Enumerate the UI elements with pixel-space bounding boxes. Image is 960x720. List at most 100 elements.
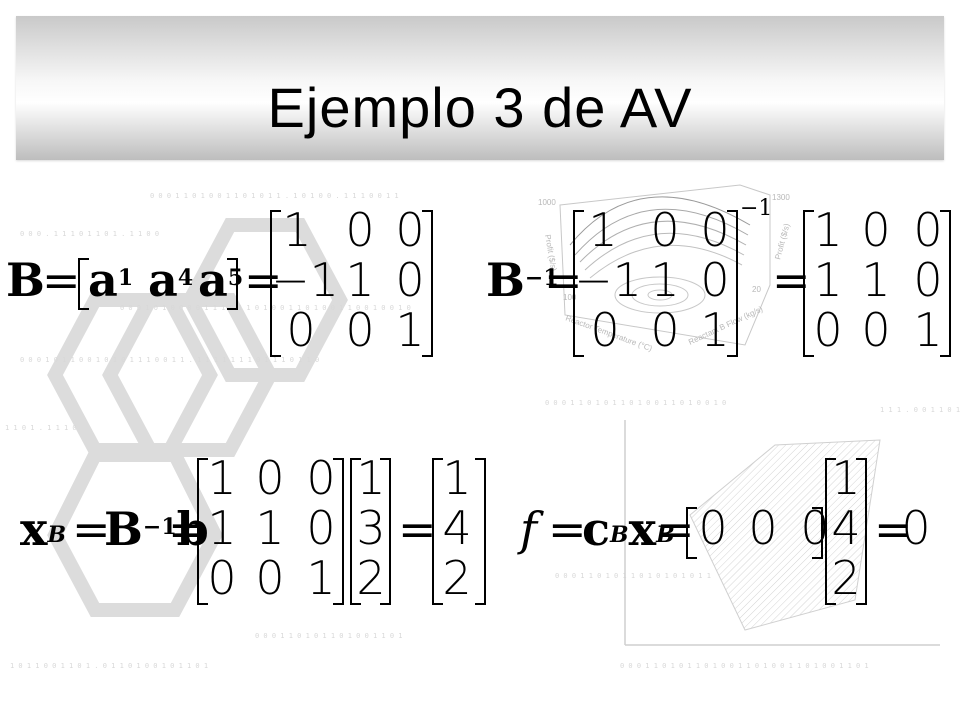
equals-sign: = [548,502,587,556]
vector-cell: 1 [442,451,472,505]
vector-cell: 1 [356,451,386,505]
matrix-cell: 0 [395,253,425,307]
vector-bracket-right [380,458,391,605]
equals-sign: = [874,502,913,556]
equals-sign: = [72,502,111,556]
plot-tick-1300: 1300 [772,193,790,202]
vector-bracket-right [856,458,867,605]
vector-cell: 4 [831,501,861,555]
equals-sign: = [544,253,583,307]
matrix-cell: 0 [207,551,237,605]
symbol-xB: xB [20,502,67,556]
binary-digits-text: 0 0 0 . 1 1 1 0 1 1 0 1 . 1 1 0 0 [20,230,159,238]
matrix-cell: 0 [913,203,943,257]
matrix-cell: 1 [813,253,843,307]
binary-digits-text: 0 0 0 1 1 0 1 0 0 1 1 0 1 0 1 1 . 1 0 1 … [150,192,399,200]
matrix-cell: 1 [650,253,680,307]
matrix-cell: 1 [306,551,336,605]
equals-sign: = [398,502,437,556]
matrix-bracket-left [573,210,584,357]
symbol-B-inverse: B−1 [486,253,559,307]
binary-digits-text: 1 1 0 1 . 1 1 1 0 [5,424,77,432]
matrix-cell: 1 [395,303,425,357]
binary-digits-text: 0 0 0 1 0 1 0 0 0 0 1 1 1 0 1 1 0 1 0 0 … [120,304,411,312]
vector-cell: 2 [356,551,386,605]
row-cell: 0 [748,501,778,555]
matrix-bracket-left [197,458,208,605]
matrix-cell: 0 [650,203,680,257]
matrix-cell: 0 [700,203,730,257]
matrix-bracket-right [333,458,344,605]
matrix-cell: 1 [282,203,312,257]
matrix-cell: 0 [813,303,843,357]
matrix-cell: 0 [345,303,375,357]
matrix-cell: 1 [207,501,237,555]
hexagon-shape [47,293,218,457]
symbol-B-inverse-b: B−1b [104,502,209,556]
binary-digits-text: 1 1 1 . 0 0 1 1 0 1 0 [880,406,960,414]
binary-digits-text: 0 0 0 1 0 1 1 0 0 1 0 1 0 1 1 1 0 0 1 1 … [20,356,319,364]
title-banner: Ejemplo 3 de AV [16,16,944,160]
column-a4: a4 [148,253,194,307]
hexagon-shape [102,293,278,457]
matrix-cell: 1 [588,203,618,257]
matrix-cell: 0 [861,203,891,257]
bracket-left [78,258,89,310]
matrix-cell: 0 [345,203,375,257]
matrix-bracket-left [270,210,281,357]
vector-cell: 1 [831,451,861,505]
matrix-cell: 0 [590,303,620,357]
matrix-cell: 0 [650,303,680,357]
vector-bracket-left [432,458,443,605]
matrix-cell: 0 [255,551,285,605]
matrix-cell: 1 [255,501,285,555]
vector-cell: 4 [442,501,472,555]
binary-digits-text: 0 0 0 1 1 0 1 0 1 1 0 1 0 1 0 1 0 1 1 [555,572,711,580]
equals-sign: = [656,502,695,556]
vector-cell: 2 [442,551,472,605]
matrix-cell: −1 [271,253,339,307]
vector-cell: 3 [356,501,386,555]
binary-digits-text: 1 0 1 1 0 0 1 1 0 1 . 0 1 1 0 1 0 0 1 0 … [10,662,208,670]
matrix-cell: 1 [700,303,730,357]
matrix-cell: 0 [700,253,730,307]
matrix-cell: 1 [913,303,943,357]
equals-sign: = [244,253,283,307]
matrix-cell: 1 [861,253,891,307]
symbol-cB-xB: cBxB [582,502,675,556]
row-bracket-right [812,507,823,559]
inverse-exponent: −1 [740,196,773,221]
matrix-bracket-left [803,210,814,357]
vector-bracket-left [350,458,361,605]
binary-digits-text: 0 0 0 1 1 0 1 0 1 1 0 1 0 0 1 1 0 1 0 0 … [620,662,869,670]
bracket-right [227,258,238,310]
feasible-region-shape [689,439,881,631]
matrix-cell: 0 [306,451,336,505]
surface-plot [559,184,771,346]
matrix-cell: 0 [913,253,943,307]
symbol-f: f [520,502,538,556]
hexagon-shape [182,218,348,382]
matrix-cell: 0 [395,203,425,257]
row-bracket-left [686,507,697,559]
matrix-bracket-right [422,210,433,357]
matrix-cell: 1 [813,203,843,257]
matrix-bracket-right [727,210,738,357]
column-a5: a5 [198,253,244,307]
plot-tick-20: 20 [752,285,761,294]
matrix-cell: 1 [345,253,375,307]
matrix-cell: 1 [207,451,237,505]
vector-cell: 2 [831,551,861,605]
symbol-B: B [6,253,45,307]
matrix-bracket-right [940,210,951,357]
binary-digits-text: 0 0 0 1 1 0 1 0 1 1 0 1 0 0 1 1 0 1 [255,632,403,640]
plot-tick-100: 100 [563,293,577,302]
vector-bracket-left [825,458,836,605]
row-cell: 0 [698,501,728,555]
matrix-cell: 0 [861,303,891,357]
binary-digits-text: 0 0 0 1 1 0 1 0 1 1 0 1 0 0 1 1 0 1 0 0 … [545,399,726,407]
column-a1: a1 [88,253,134,307]
page-title: Ejemplo 3 de AV [267,76,693,139]
matrix-cell: −1 [574,253,642,307]
